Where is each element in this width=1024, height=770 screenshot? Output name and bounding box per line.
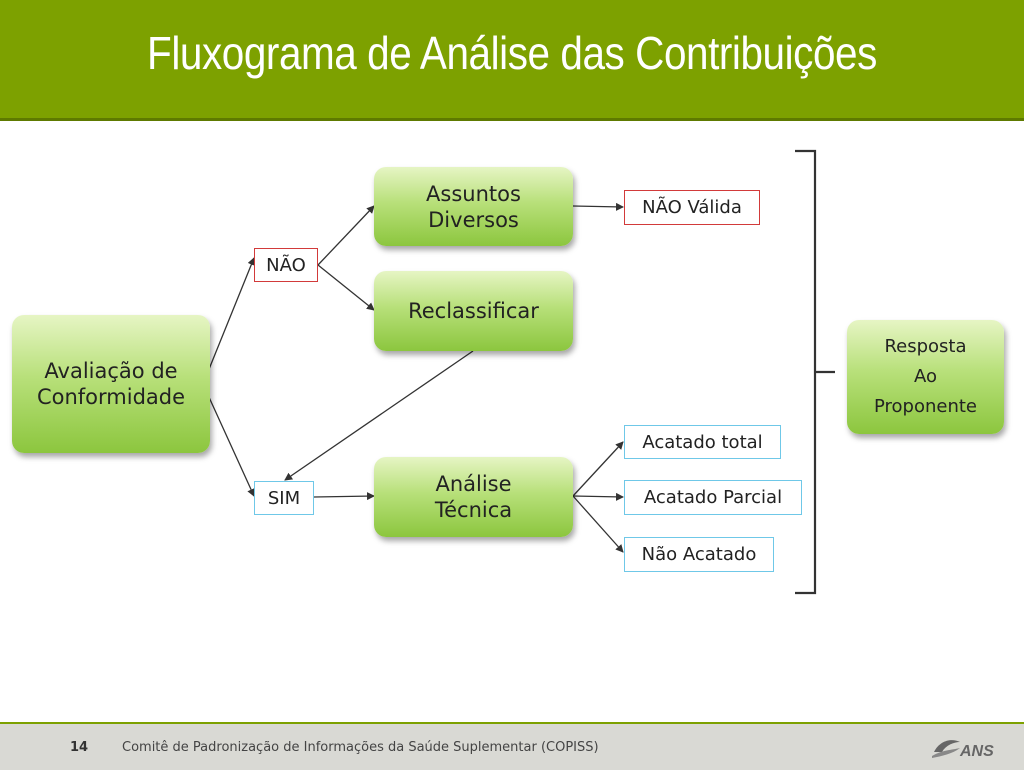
avaliacao-conformidade-label: Avaliação de Conformidade <box>36 359 186 409</box>
acatado-total-label: Acatado total <box>642 431 763 453</box>
arrow-analise-to-acatado-total <box>572 441 624 497</box>
arrow-avaliacao-to-sim <box>202 383 255 497</box>
arrow-sim-to-analise <box>313 492 375 501</box>
nao-acatado-box: Não Acatado <box>624 537 774 572</box>
arrow-avaliacao-to-nao <box>202 257 256 385</box>
acatado-total-box: Acatado total <box>624 425 781 459</box>
svg-text:ANS: ANS <box>959 743 994 760</box>
arrow-analise-to-nao-acatado <box>572 495 624 553</box>
resposta-line-2: Ao <box>913 366 937 387</box>
header-bar: Fluxograma de Análise das Contribuições <box>0 0 1024 121</box>
resposta-line-1: Resposta <box>884 336 967 357</box>
footer-bar: 14 Comitê de Padronização de Informações… <box>0 722 1024 770</box>
analise-tecnica-box: Análise Técnica <box>374 457 573 537</box>
assuntos-diversos-label: Assuntos Diversos <box>426 181 521 232</box>
arrow-reclassificar-to-sim <box>284 350 474 481</box>
reclassificar-label: Reclassificar <box>408 299 539 323</box>
sim-box: SIM <box>254 481 314 515</box>
arrow-analise-to-acatado-parcial <box>572 492 624 501</box>
resposta-proponente-box: Resposta Ao Proponente <box>847 320 1004 434</box>
sim-label: SIM <box>267 487 301 509</box>
assuntos-diversos-box: Assuntos Diversos <box>374 167 573 246</box>
reclassificar-box: Reclassificar <box>374 271 573 351</box>
resposta-line-3: Proponente <box>873 396 978 417</box>
right-bracket <box>795 149 835 595</box>
nao-box: NÃO <box>254 248 318 282</box>
acatado-parcial-box: Acatado Parcial <box>624 480 802 515</box>
nao-acatado-label: Não Acatado <box>641 544 757 565</box>
acatado-parcial-label: Acatado Parcial <box>643 487 783 508</box>
nao-valida-label: NÃO Válida <box>642 197 742 218</box>
arrow-nao-to-assuntos <box>317 205 375 266</box>
arrow-nao-to-reclassificar <box>317 264 375 311</box>
page-number: 14 <box>70 740 89 755</box>
nao-label: NÃO <box>266 254 306 276</box>
arrow-assuntos-to-naovalida <box>572 202 624 211</box>
footer-text: Comitê de Padronização de Informações da… <box>122 740 599 755</box>
ans-logo-icon: ANS <box>932 740 994 760</box>
analise-tecnica-label: Análise Técnica <box>434 472 513 522</box>
nao-valida-box: NÃO Válida <box>624 190 760 225</box>
page-title: Fluxograma de Análise das Contribuições <box>147 27 877 79</box>
avaliacao-conformidade-box: Avaliação de Conformidade <box>12 315 210 453</box>
